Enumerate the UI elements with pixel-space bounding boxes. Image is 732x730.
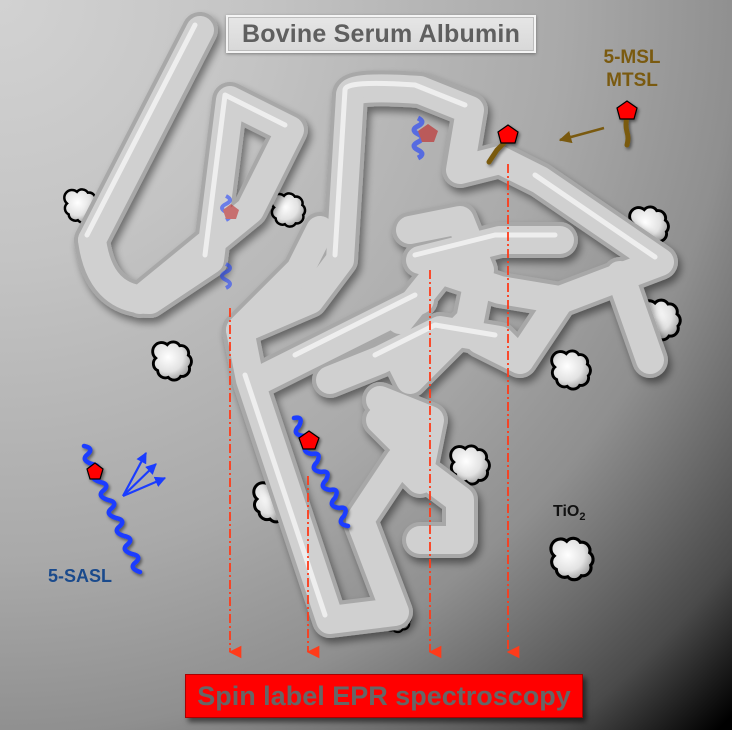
spin-label-icon [418, 124, 438, 142]
mtsl-label-line1: 5-MSL [603, 47, 661, 68]
free-mtsl [616, 100, 638, 148]
spin-label-icon [223, 204, 239, 219]
mtsl-label-line2: MTSL [606, 70, 658, 91]
epr-spectroscopy-banner: Spin label EPR spectroscopy [185, 674, 583, 718]
tio2-particle-icon [550, 349, 592, 391]
spin-label-icon [616, 100, 638, 120]
tumbling-arrows-icon [122, 452, 167, 498]
tio2-label-subscript: 2 [579, 511, 586, 524]
spin-label-icon [497, 124, 519, 144]
mtsl-label: 5-MSL MTSL [582, 46, 682, 92]
protein-backbone [74, 12, 678, 638]
spin-label-icon [298, 430, 320, 450]
tio2-label-main: TiO [553, 503, 580, 520]
tio2-particle-icon [151, 340, 193, 382]
sasl-label: 5-SASL [48, 566, 113, 586]
bound-mtsl [486, 124, 519, 165]
tio2-particle-icon [549, 536, 595, 582]
title-banner: Bovine Serum Albumin [226, 15, 536, 53]
binding-arrow-icon [558, 126, 605, 144]
spin-label-icon [86, 462, 104, 480]
epr-signal-arrows [228, 164, 520, 659]
tio2-particle-icon [270, 192, 307, 228]
free-sasl [81, 443, 143, 575]
embedded-helix-left [220, 194, 239, 290]
embedded-helix-top [411, 115, 438, 161]
bound-sasl-helix [291, 415, 351, 529]
tio2-label: TiO2 [553, 503, 586, 523]
